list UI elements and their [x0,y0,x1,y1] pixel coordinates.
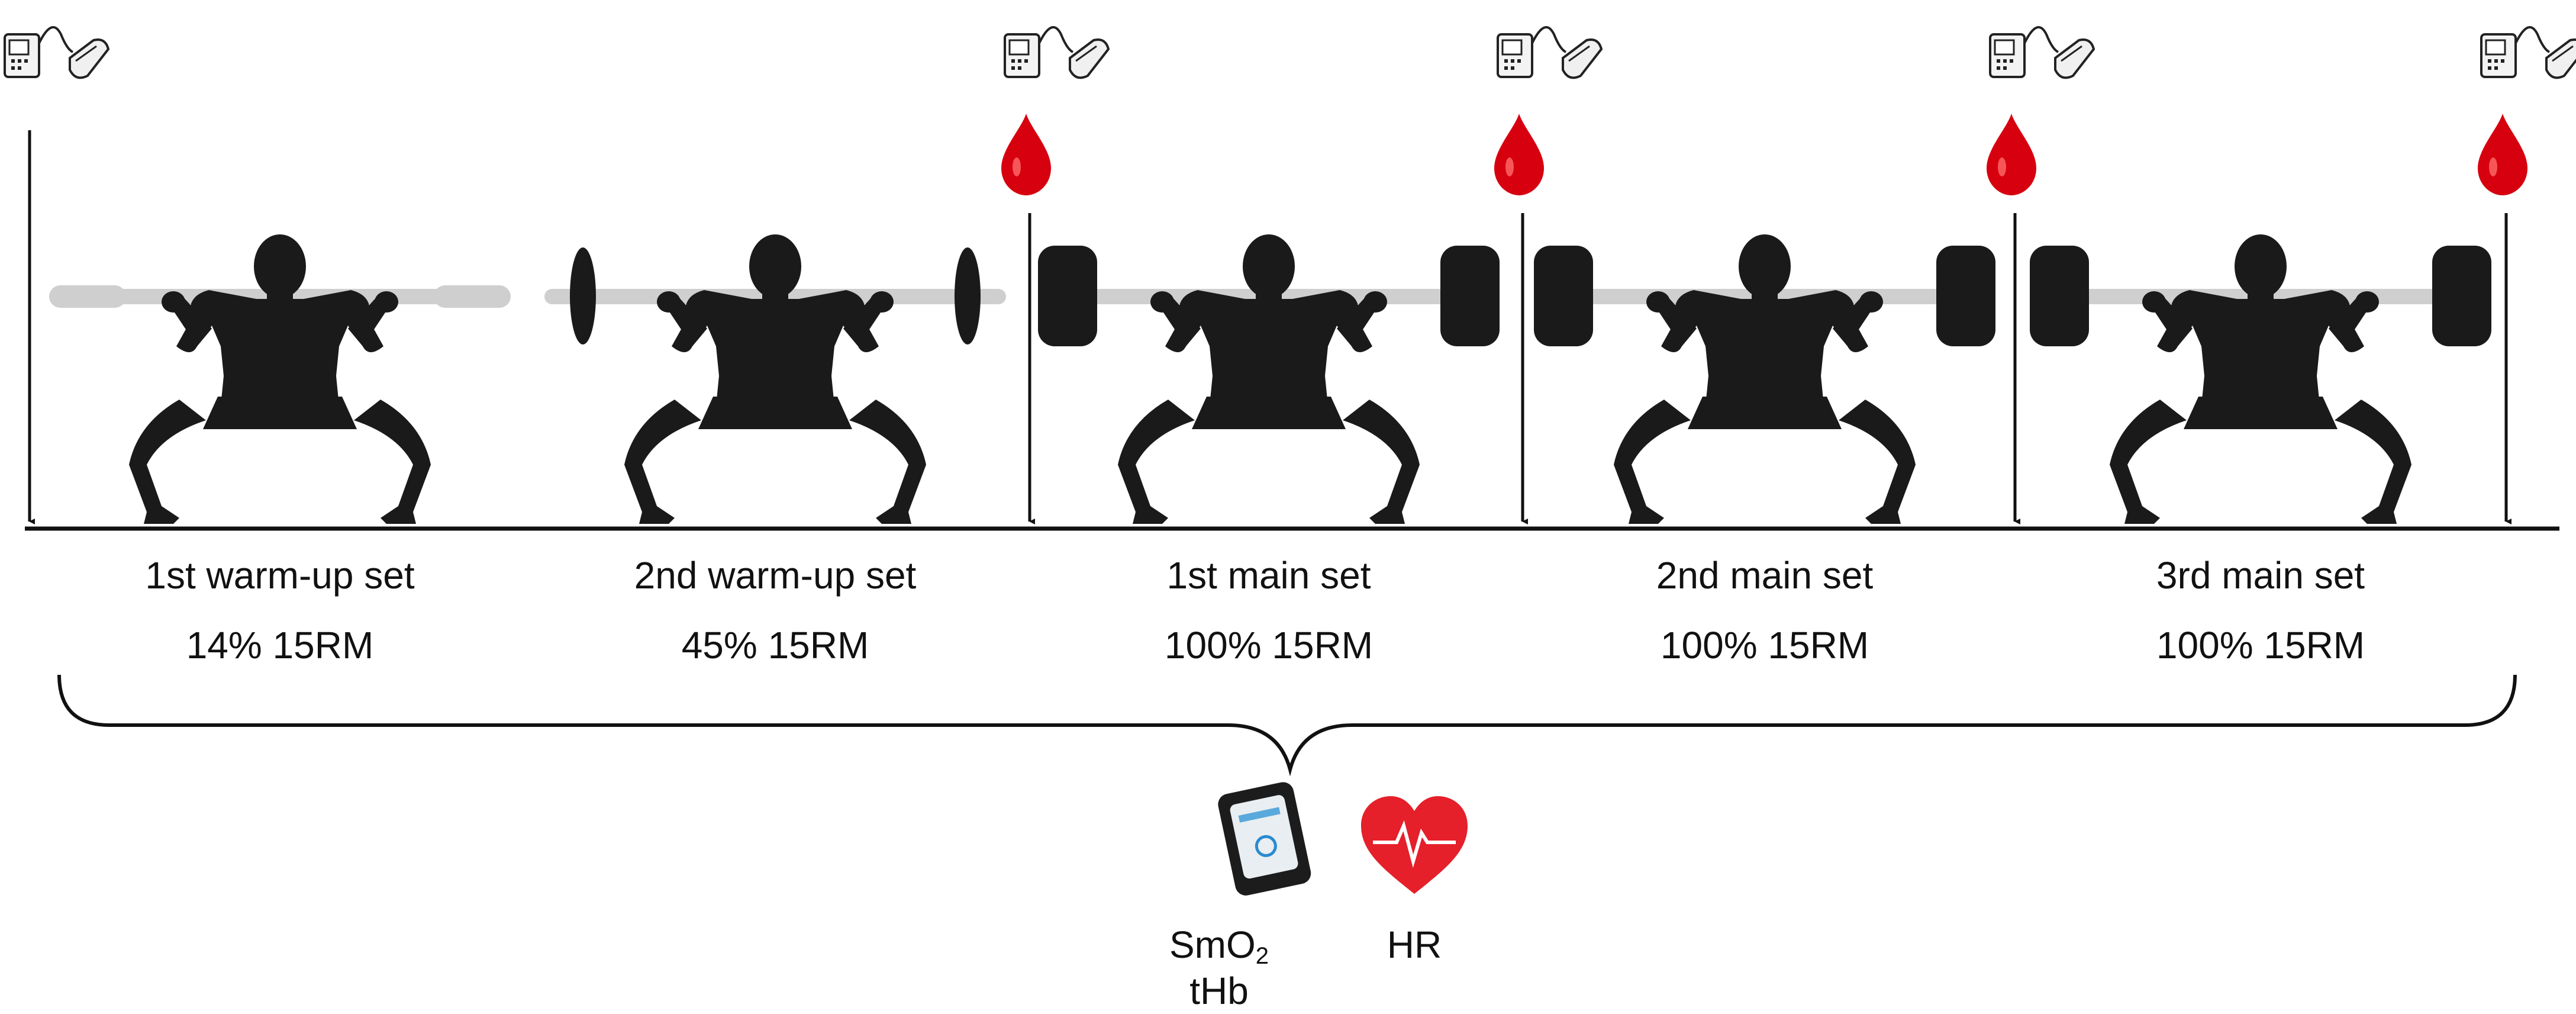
bar-sleeve [434,285,511,308]
weight-plate [570,247,596,345]
bar-sleeve [49,285,126,308]
squatting-lifter-icon [129,234,431,524]
hr-label: HR [1387,923,1442,966]
set-5-label: 3rd main set [2156,554,2365,597]
blood-pressure-monitor-icon [4,26,109,79]
blood-drop-icon [1494,114,1544,195]
set-5-figure [2030,234,2491,524]
heart-rate-icon [1361,796,1468,894]
set-1-label: 1st warm-up set [145,554,415,597]
weight-plate [1038,246,1097,346]
blood-pressure-monitor-icon [1497,26,1603,79]
set-4-load: 100% 15RM [1660,624,1869,667]
smo2-label: SmO [1169,923,1256,966]
set-4-label: 2nd main set [1656,554,1874,597]
weight-plate [1936,246,1995,346]
weight-plate [2030,246,2089,346]
blood-drop-icon [1001,114,1051,195]
set-2-label: 2nd warm-up set [634,554,917,597]
squatting-lifter-icon [624,234,926,524]
weight-plate [2432,246,2491,346]
blood-pressure-monitor-icon [1004,26,1110,79]
weight-plate [955,247,981,345]
weight-plate [1440,246,1500,346]
set-2-figure [544,234,1006,524]
smo2-subscript: 2 [1255,943,1269,969]
thb-label: tHb [1189,970,1249,1012]
set-5-load: 100% 15RM [2156,624,2365,667]
blood-pressure-monitor-icon [1989,26,2095,79]
squatting-lifter-icon [1118,234,1420,524]
set-2-load: 45% 15RM [681,624,869,667]
set-3-label: 1st main set [1166,554,1371,597]
set-3-load: 100% 15RM [1164,624,1374,667]
squatting-lifter-icon [2110,234,2411,524]
set-1-figure [49,234,511,524]
blood-drop-icon [1987,114,2036,195]
weight-plate [1534,246,1593,346]
blood-pressure-monitor-icon [2480,26,2576,79]
set-3-figure [1038,234,1500,524]
set-4-figure [1534,234,1995,524]
blood-drop-icon [2478,114,2527,195]
set-brace [57,674,2517,777]
nirs-sensor-icon [1218,782,1311,896]
set-1-load: 14% 15RM [186,624,374,667]
squatting-lifter-icon [1614,234,1916,524]
